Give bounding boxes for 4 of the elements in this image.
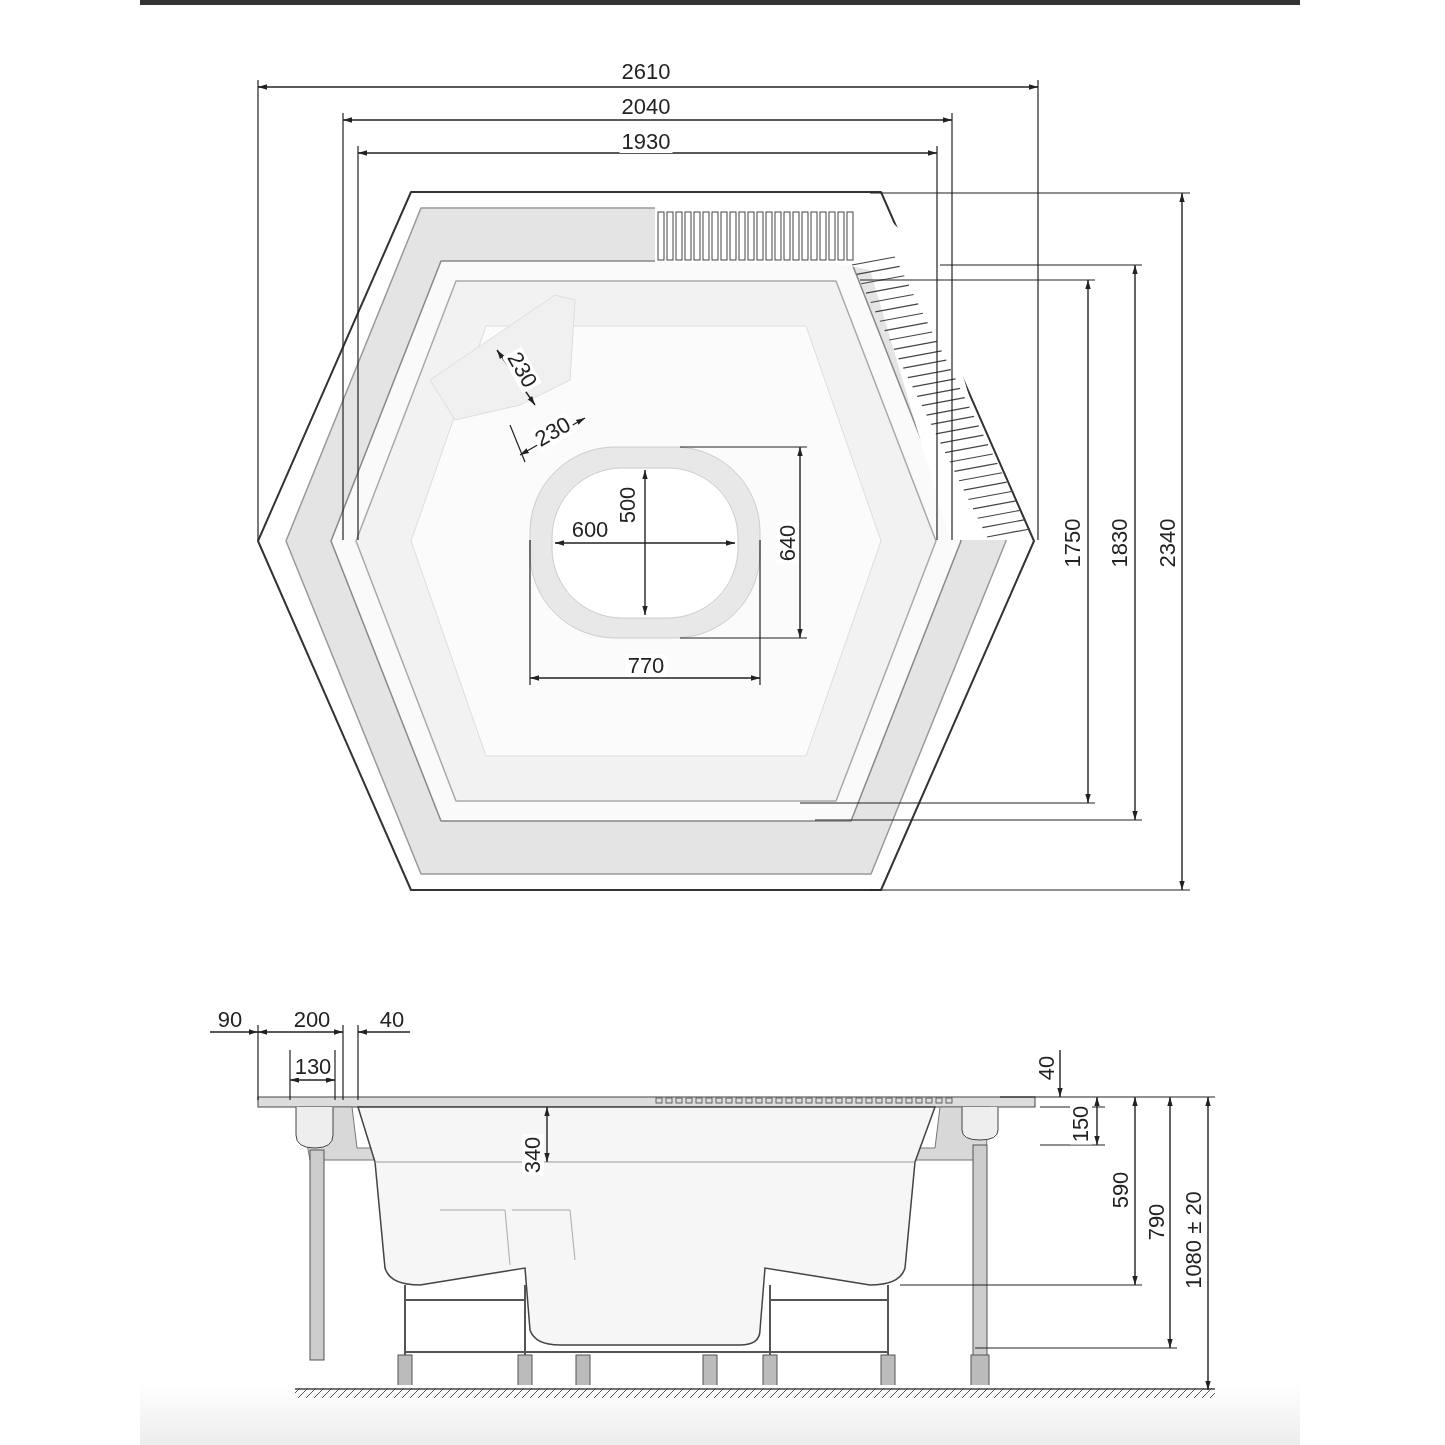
dimension-label: 770 <box>625 655 667 677</box>
dimension-label: 1930 <box>619 131 673 153</box>
dimension-label: 340 <box>522 1134 544 1176</box>
dimension-label: 640 <box>777 522 799 564</box>
